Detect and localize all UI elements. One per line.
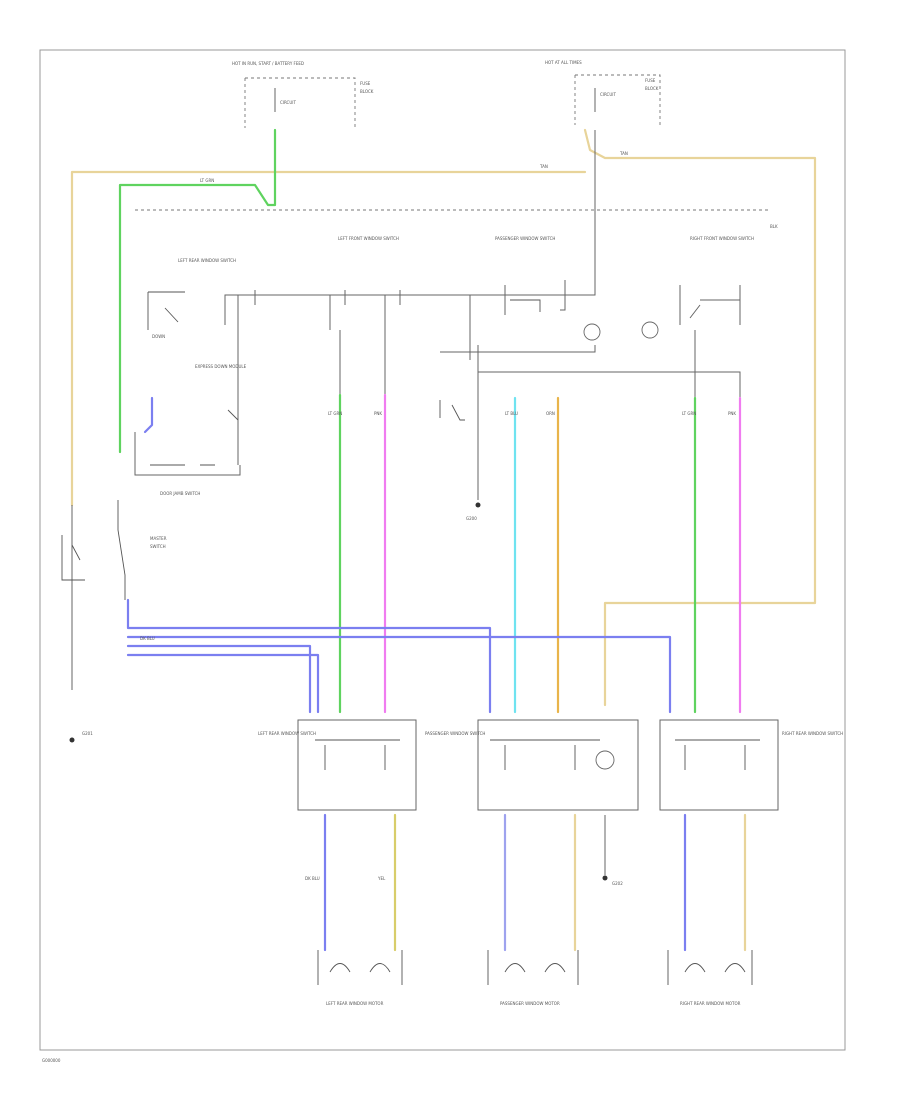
svg-text:G200: G200 — [466, 516, 477, 521]
svg-text:RIGHT REAR WINDOW SWITCH: RIGHT REAR WINDOW SWITCH — [782, 731, 843, 736]
svg-text:LEFT REAR WINDOW SWITCH: LEFT REAR WINDOW SWITCH — [258, 731, 316, 736]
wire-tan-main — [70, 170, 587, 507]
svg-text:LT GRN: LT GRN — [328, 411, 342, 416]
wire-blue-bus-3 — [126, 644, 312, 714]
right-rear-motor: RIGHT REAR WINDOW MOTOR — [667, 950, 753, 1006]
svg-text:PASSENGER WINDOW MOTOR: PASSENGER WINDOW MOTOR — [500, 1001, 560, 1006]
svg-text:RIGHT REAR WINDOW MOTOR: RIGHT REAR WINDOW MOTOR — [680, 1001, 741, 1006]
svg-text:TAN: TAN — [619, 151, 628, 156]
svg-text:CIRCUIT: CIRCUIT — [280, 100, 296, 105]
left-rear-motor: LEFT REAR WINDOW MOTOR — [317, 950, 403, 1006]
svg-text:BLOCK: BLOCK — [360, 89, 374, 94]
svg-text:DK BLU: DK BLU — [305, 876, 320, 881]
svg-text:PASSENGER WINDOW SWITCH: PASSENGER WINDOW SWITCH — [425, 731, 485, 736]
right-rear-switch-box: RIGHT REAR WINDOW SWITCH — [659, 719, 843, 811]
svg-text:FUSE: FUSE — [645, 78, 656, 83]
svg-text:PASSENGER WINDOW SWITCH: PASSENGER WINDOW SWITCH — [495, 236, 555, 241]
svg-text:FUSE: FUSE — [360, 81, 371, 86]
express-down-module: EXPRESS DOWN MODULE — [195, 325, 247, 465]
passenger-motor: PASSENGER WINDOW MOTOR — [487, 950, 579, 1006]
svg-text:LEFT FRONT WINDOW SWITCH: LEFT FRONT WINDOW SWITCH — [338, 236, 399, 241]
passenger-switch-box: PASSENGER WINDOW SWITCH — [425, 719, 639, 811]
wire-blue-door — [143, 396, 154, 434]
svg-text:LEFT REAR WINDOW SWITCH: LEFT REAR WINDOW SWITCH — [178, 258, 236, 263]
wire-blue-bus-2 — [126, 635, 672, 714]
left-rear-switch-box: LEFT REAR WINDOW SWITCH — [258, 719, 417, 811]
svg-text:EXPRESS DOWN MODULE: EXPRESS DOWN MODULE — [195, 364, 247, 369]
svg-text:DK BLU: DK BLU — [140, 636, 155, 641]
svg-text:LT GRN: LT GRN — [682, 411, 696, 416]
left-master-area: MASTER SWITCH G201 — [61, 500, 167, 743]
svg-text:DOOR JAMB SWITCH: DOOR JAMB SWITCH — [160, 491, 200, 496]
svg-text:MASTER: MASTER — [150, 536, 167, 541]
wire-blue-bus-4 — [126, 653, 320, 714]
svg-text:TAN: TAN — [539, 164, 548, 169]
svg-text:SWITCH: SWITCH — [150, 544, 166, 549]
svg-text:PNK: PNK — [374, 411, 382, 416]
svg-text:BLOCK: BLOCK — [645, 86, 659, 91]
diagram-border — [39, 49, 846, 1051]
svg-text:BLK: BLK — [770, 224, 778, 229]
svg-text:YEL: YEL — [377, 876, 386, 881]
top-left-module-label: HOT IN RUN, START / BATTERY FEED — [232, 61, 304, 66]
svg-text:G201: G201 — [82, 731, 93, 736]
svg-text:DOWN: DOWN — [152, 334, 165, 339]
svg-text:G202: G202 — [612, 881, 623, 886]
wire-tan-right — [583, 128, 817, 707]
corner-tag: G000000 — [42, 1058, 61, 1063]
svg-text:CIRCUIT: CIRCUIT — [600, 92, 616, 97]
svg-text:LT GRN: LT GRN — [200, 178, 214, 183]
top-right-module-label: HOT AT ALL TIMES — [545, 60, 582, 65]
svg-text:LEFT REAR WINDOW MOTOR: LEFT REAR WINDOW MOTOR — [326, 1001, 384, 1006]
top-right-module: HOT AT ALL TIMES FUSE BLOCK CIRCUIT — [545, 60, 661, 125]
wire-green-top — [118, 128, 277, 454]
left-front-switch-group: LEFT REAR WINDOW SWITCH DOWN — [147, 258, 236, 339]
svg-text:ORN: ORN — [546, 411, 555, 416]
top-left-module: HOT IN RUN, START / BATTERY FEED FUSE BL… — [232, 61, 374, 128]
svg-text:PNK: PNK — [728, 411, 736, 416]
wire-blue-bus-1 — [126, 598, 492, 714]
svg-text:RIGHT FRONT WINDOW SWITCH: RIGHT FRONT WINDOW SWITCH — [690, 236, 754, 241]
svg-text:LT BLU: LT BLU — [505, 411, 518, 416]
